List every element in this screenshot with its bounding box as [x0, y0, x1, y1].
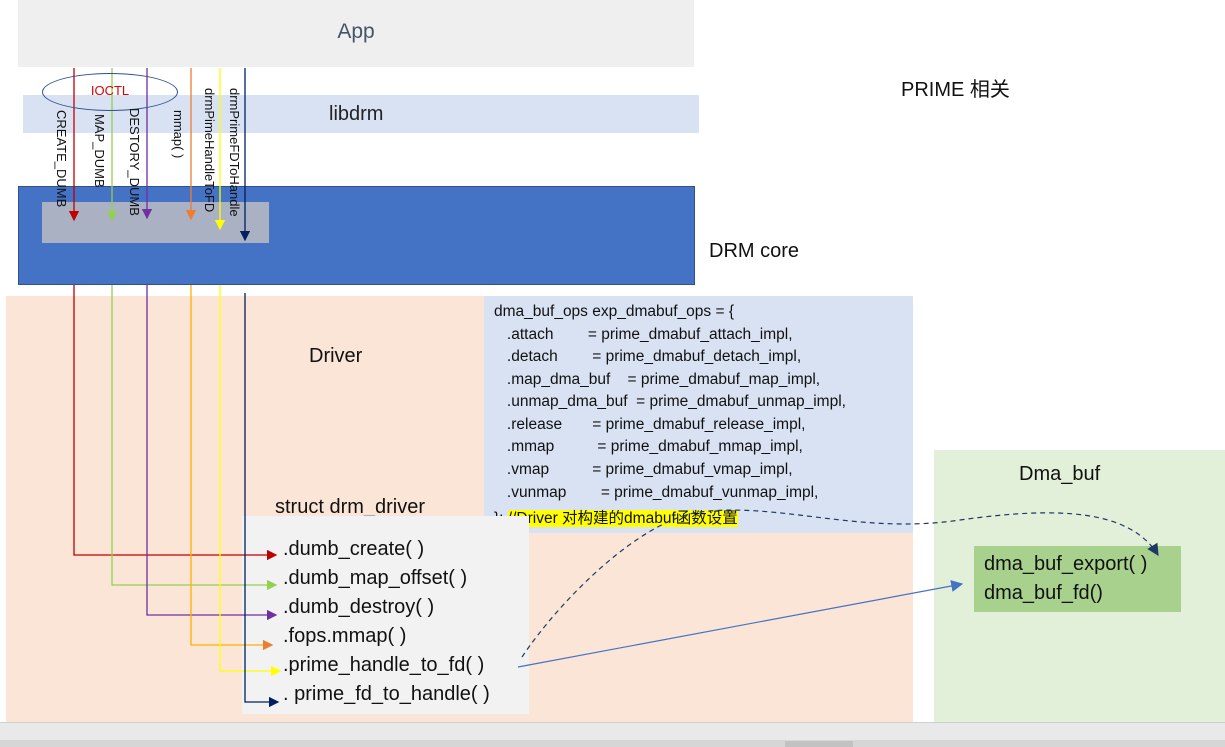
libdrm-label: libdrm — [329, 103, 384, 125]
call-handle-to-fd: drmPimeHandleToFD — [202, 88, 217, 213]
drm-core-entry-area — [42, 202, 269, 243]
ioctl-label: IOCTL — [90, 83, 130, 98]
ops-line: .unmap_dma_buf = prime_dmabuf_unmap_impl… — [494, 393, 846, 410]
fn-dma-buf-fd: dma_buf_fd() — [984, 582, 1103, 604]
arrow-fd-to-handle-lower — [244, 293, 280, 708]
ops-line: .map_dma_buf = prime_dmabuf_map_impl, — [494, 371, 821, 388]
fn-prime-handle-to-fd: .prime_handle_to_fd( ) — [283, 654, 485, 676]
call-mmap: mmap( ) — [171, 110, 186, 159]
dma-buf-title: Dma_buf — [1019, 463, 1101, 485]
drm-driver-block — [242, 516, 529, 714]
arrow-export-link — [517, 580, 964, 668]
ops-line: .release = prime_dmabuf_release_impl, — [494, 416, 806, 433]
horizontal-scrollbar[interactable] — [0, 740, 1225, 747]
drm-core-label: DRM core — [709, 240, 800, 262]
ioctl-ellipse — [42, 73, 178, 111]
arrow-handle-to-fd-lower — [219, 285, 282, 677]
dashed-link-ops-to-export — [521, 509, 1159, 658]
call-destroy-dumb: DESTORY_DUMB — [127, 108, 142, 216]
scrollbar-thumb[interactable] — [785, 741, 853, 747]
dma-buf-ops-block — [484, 296, 913, 533]
ops-line: .mmap = prime_dmabuf_mmap_impl, — [494, 438, 803, 455]
app-label: App — [337, 20, 375, 43]
arrow-mmap-lower — [190, 285, 274, 651]
fn-dumb-map-offset: .dumb_map_offset( ) — [283, 567, 468, 589]
prime-label: PRIME 相关 — [901, 79, 1010, 101]
ops-line: .attach = prime_dmabuf_attach_impl, — [494, 326, 793, 343]
arrow-create-dumb-lower — [73, 285, 278, 561]
ops-line: .vmap = prime_dmabuf_vmap_impl, — [494, 461, 793, 478]
ops-line: dma_buf_ops exp_dmabuf_ops = { — [494, 303, 735, 320]
fn-dma-buf-export: dma_buf_export( ) — [984, 553, 1148, 575]
dma-buf-functions-block — [974, 546, 1181, 612]
call-map-dumb: MAP_DUMB — [92, 114, 107, 188]
ops-line: .vunmap = prime_dmabuf_vunmap_impl, — [494, 484, 819, 501]
fn-dumb-create: .dumb_create( ) — [283, 538, 425, 560]
call-fd-to-handle: drmPrimeFDToHandle — [227, 88, 242, 217]
driver-label: Driver — [309, 345, 363, 367]
ops-line: .detach = prime_dmabuf_detach_impl, — [494, 348, 802, 365]
drm-driver-title: struct drm_driver — [275, 496, 426, 518]
arrow-destroy-dumb-lower — [146, 285, 278, 621]
call-create-dumb: CREATE_DUMB — [54, 110, 69, 208]
app-layer — [18, 0, 694, 67]
arrow-map-dumb-lower — [111, 285, 278, 591]
fn-dumb-destroy: .dumb_destroy( ) — [283, 596, 435, 618]
fn-fops-mmap: .fops.mmap( ) — [283, 625, 407, 647]
fn-prime-fd-to-handle: . prime_fd_to_handle( ) — [283, 683, 490, 705]
